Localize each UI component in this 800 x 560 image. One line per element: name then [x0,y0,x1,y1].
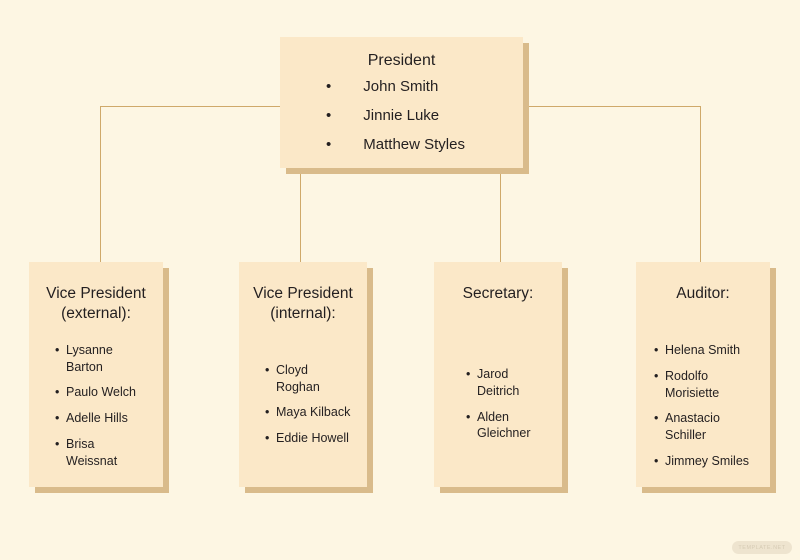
node-secretary[interactable]: Secretary: Jarod Deitrich Alden Gleichne… [434,262,562,487]
node-president[interactable]: President John Smith Jinnie Luke Matthew… [280,37,523,168]
node-secretary-title: Secretary: [462,285,534,302]
list-item: Jarod Deitrich [466,366,548,400]
list-item: Matthew Styles [326,137,523,152]
node-president-title: President [367,52,436,69]
node-secretary-member-list: Jarod Deitrich Alden Gleichner [466,366,548,443]
node-vice-president-external-member-list: Lysanne Barton Paulo Welch Adelle Hills … [55,342,149,470]
node-auditor[interactable]: Auditor: Helena Smith Rodolfo Morisiette… [636,262,770,487]
list-item: Jimmey Smiles [654,453,756,470]
list-item: Jinnie Luke [326,108,523,123]
list-item: Cloyd Roghan [265,362,353,396]
list-item: Eddie Howell [265,430,353,447]
list-item: Anastacio Schiller [654,410,756,444]
connector-vertical-vp-internal [300,168,301,262]
list-item: Paulo Welch [55,384,149,401]
list-item: Adelle Hills [55,410,149,427]
watermark-badge: TEMPLATE.NET [732,541,792,554]
list-item: Maya Kilback [265,404,353,421]
list-item: Helena Smith [654,342,756,359]
connector-vertical-vp-external [100,106,101,262]
list-item: Brisa Weissnat [55,436,149,470]
node-auditor-title: Auditor: [676,285,730,302]
node-vice-president-internal[interactable]: Vice President (internal): Cloyd Roghan … [239,262,367,487]
list-item: Rodolfo Morisiette [654,368,756,402]
list-item: Lysanne Barton [55,342,149,376]
node-auditor-member-list: Helena Smith Rodolfo Morisiette Anastaci… [654,342,756,470]
list-item: John Smith [326,79,523,94]
node-vice-president-external-title: Vice President (external): [46,285,146,322]
node-vice-president-internal-title: Vice President (internal): [253,285,353,322]
connector-vertical-auditor [700,106,701,262]
connector-vertical-secretary [500,168,501,262]
node-president-member-list: John Smith Jinnie Luke Matthew Styles [326,79,523,152]
node-vice-president-external[interactable]: Vice President (external): Lysanne Barto… [29,262,163,487]
node-vice-president-internal-member-list: Cloyd Roghan Maya Kilback Eddie Howell [265,362,353,448]
list-item: Alden Gleichner [466,409,548,443]
